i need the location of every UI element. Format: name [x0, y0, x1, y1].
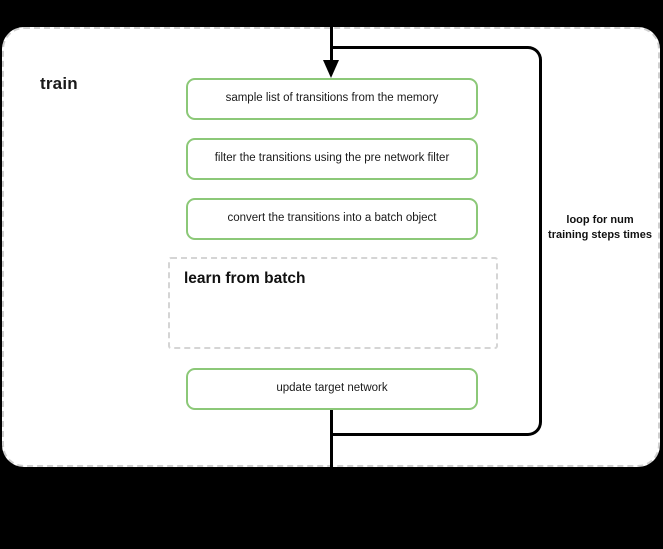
step-label: convert the transitions into a batch obj…	[227, 212, 437, 225]
train-block-title: train	[40, 74, 78, 93]
incoming-arrowhead-icon	[323, 60, 339, 78]
step-box-sample-transitions[interactable]: sample list of transitions from the memo…	[186, 78, 478, 120]
step-box-filter-transitions[interactable]: filter the transitions using the pre net…	[186, 138, 478, 180]
learn-from-batch-title: learn from batch	[184, 270, 306, 287]
learn-from-batch-block[interactable]: learn from batch	[168, 257, 498, 349]
step-label: update target network	[276, 382, 388, 395]
step-box-update-target-network[interactable]: update target network	[186, 368, 478, 410]
step-box-convert-to-batch[interactable]: convert the transitions into a batch obj…	[186, 198, 478, 240]
training-loop-label: loop for num training steps times	[548, 214, 652, 241]
training-loop-path	[330, 46, 542, 436]
incoming-arrow-shaft	[330, 0, 333, 62]
step-label: filter the transitions using the pre net…	[214, 152, 450, 165]
step-label: sample list of transitions from the memo…	[225, 92, 439, 105]
outgoing-arrow-shaft	[330, 410, 333, 549]
